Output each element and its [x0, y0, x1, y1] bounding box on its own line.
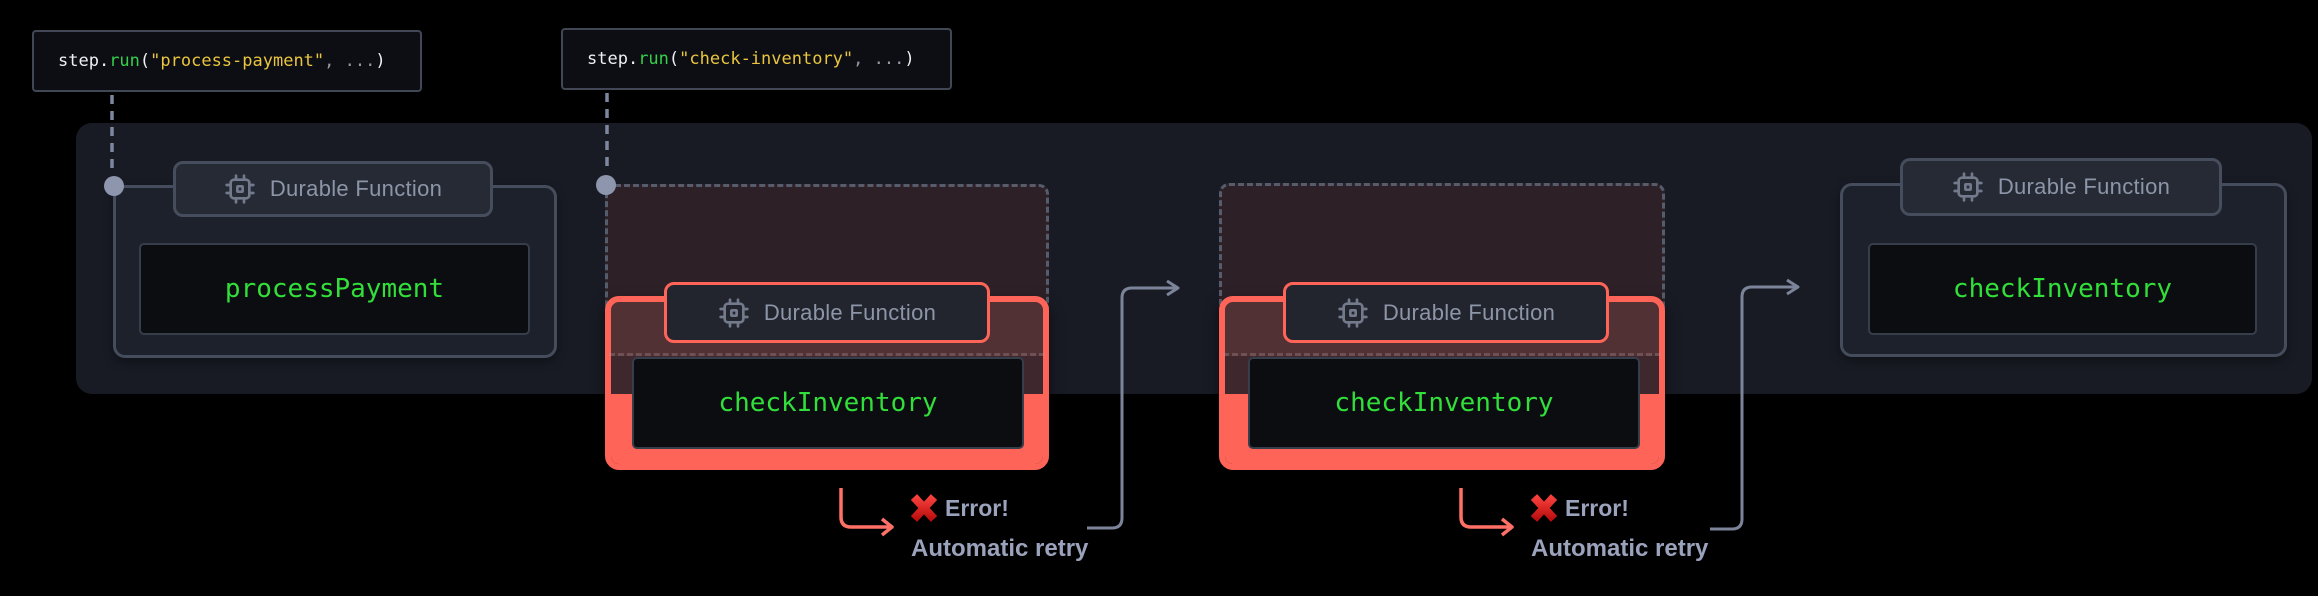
durable-function-badge: Durable Function — [173, 161, 493, 217]
code-token: "process-payment" — [150, 51, 325, 71]
code-token: step. — [587, 49, 639, 69]
code-token: run — [109, 51, 140, 71]
durable-function-badge: Durable Function — [664, 282, 990, 343]
error-label-2: Error! — [1565, 495, 1629, 521]
function-name-box: checkInventory — [1248, 357, 1640, 449]
durable-function-badge: Durable Function — [1900, 158, 2222, 216]
code-callout-process-payment: step.run("process-payment", ...) — [32, 30, 422, 92]
function-name-box: processPayment — [139, 243, 530, 335]
automatic-retry-label-1: Automatic retry — [911, 535, 1089, 562]
ghost-bottom-dashed-line — [609, 353, 1045, 356]
cpu-chip-icon — [719, 297, 749, 328]
durable-function-card-3-error: Durable Function checkInventory — [1219, 282, 1665, 470]
function-name: checkInventory — [1952, 274, 2173, 304]
error-arrow-2 — [1459, 488, 1514, 537]
code-token: , ... — [324, 51, 376, 71]
code-token: ( — [668, 49, 680, 69]
durable-function-card-4: Durable Function checkInventory — [1840, 158, 2287, 357]
code-token: ( — [139, 51, 151, 71]
durable-function-card-1: Durable Function processPayment — [113, 161, 557, 358]
code-token: "check-inventory" — [679, 49, 854, 69]
function-name-box: checkInventory — [1868, 243, 2257, 335]
code-token: step. — [58, 51, 110, 71]
badge-label: Durable Function — [269, 176, 443, 201]
cpu-chip-icon — [225, 174, 255, 204]
function-name: checkInventory — [718, 388, 938, 418]
ghost-bottom-dashed-line — [1223, 353, 1661, 356]
badge-label: Durable Function — [763, 299, 937, 325]
arrowhead — [880, 517, 894, 537]
durable-function-badge: Durable Function — [1283, 282, 1609, 343]
code-callout-check-inventory: step.run("check-inventory", ...) — [561, 28, 952, 90]
red-x-cross-icon-2 — [1530, 494, 1558, 522]
code-token: run — [638, 49, 669, 69]
function-name: checkInventory — [1334, 388, 1554, 418]
code-token: ) — [375, 51, 386, 71]
arrowhead — [1500, 517, 1514, 537]
error-label-1: Error! — [945, 495, 1009, 521]
red-x-cross-icon-1 — [910, 494, 938, 522]
badge-label: Durable Function — [1382, 299, 1556, 325]
badge-label: Durable Function — [1997, 174, 2171, 199]
cpu-chip-icon — [1953, 172, 1983, 202]
code-token: ) — [904, 49, 915, 69]
automatic-retry-label-2: Automatic retry — [1531, 535, 1709, 562]
function-name-box: checkInventory — [632, 357, 1024, 449]
code-token: , ... — [853, 49, 905, 69]
function-name: processPayment — [224, 274, 445, 304]
error-arrow-1 — [839, 488, 894, 537]
durable-function-card-2-error: Durable Function checkInventory — [605, 282, 1049, 470]
cpu-chip-icon — [1338, 297, 1368, 328]
